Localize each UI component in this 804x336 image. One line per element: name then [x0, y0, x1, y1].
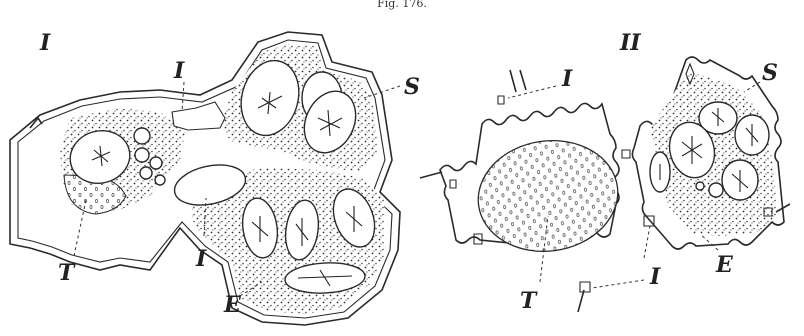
panel-one-label-T: T [58, 260, 76, 286]
panel-two-label-T: T [520, 288, 538, 314]
panel-two: II [420, 30, 790, 314]
panel-two-pit [580, 282, 590, 292]
panel-two-pit [498, 96, 504, 104]
panel-two-label-I-bottom: I [649, 264, 661, 290]
panel-two-pit [622, 150, 630, 158]
panel-one-small-granule [150, 157, 162, 169]
panel-one-label-I-top: I [173, 58, 185, 84]
panel-one-label-E: E [223, 292, 242, 318]
panel-one: I [10, 30, 420, 325]
panel-two-wall-spur [420, 172, 442, 178]
panel-two-leader-I-bottom-b [592, 280, 644, 288]
panel-two-leader-E [700, 234, 718, 250]
panel-one-small-granule [155, 175, 165, 185]
panel-one-wall-stub [30, 118, 42, 128]
panel-one-label-I-bottom: I [195, 246, 207, 272]
panel-two-small-granule [696, 182, 704, 190]
panel-two-wall-spur [510, 70, 526, 92]
panel-one-intercellular-space-top [172, 102, 225, 130]
panel-two-label-S: S [762, 60, 778, 86]
panel-two-leader-I-bottom-a [644, 226, 650, 258]
panel-two-small-granule [709, 183, 723, 197]
panel-two-pit [450, 180, 456, 188]
panel-two-numeral: II [619, 30, 641, 56]
panel-two-wall-spur [578, 290, 584, 312]
panel-one-leader-I-top [182, 82, 184, 112]
panel-one-small-granule [135, 148, 149, 162]
panel-one-small-granule [140, 167, 152, 179]
panel-one-label-S: S [404, 74, 420, 100]
figure-caption: Fig. 176. [377, 0, 427, 10]
panel-one-numeral: I [39, 30, 51, 56]
panel-two-label-I-top: I [561, 66, 573, 92]
panel-two-leader-S [744, 82, 760, 92]
panel-one-small-granule [134, 128, 150, 144]
panel-two-label-E: E [715, 252, 734, 278]
